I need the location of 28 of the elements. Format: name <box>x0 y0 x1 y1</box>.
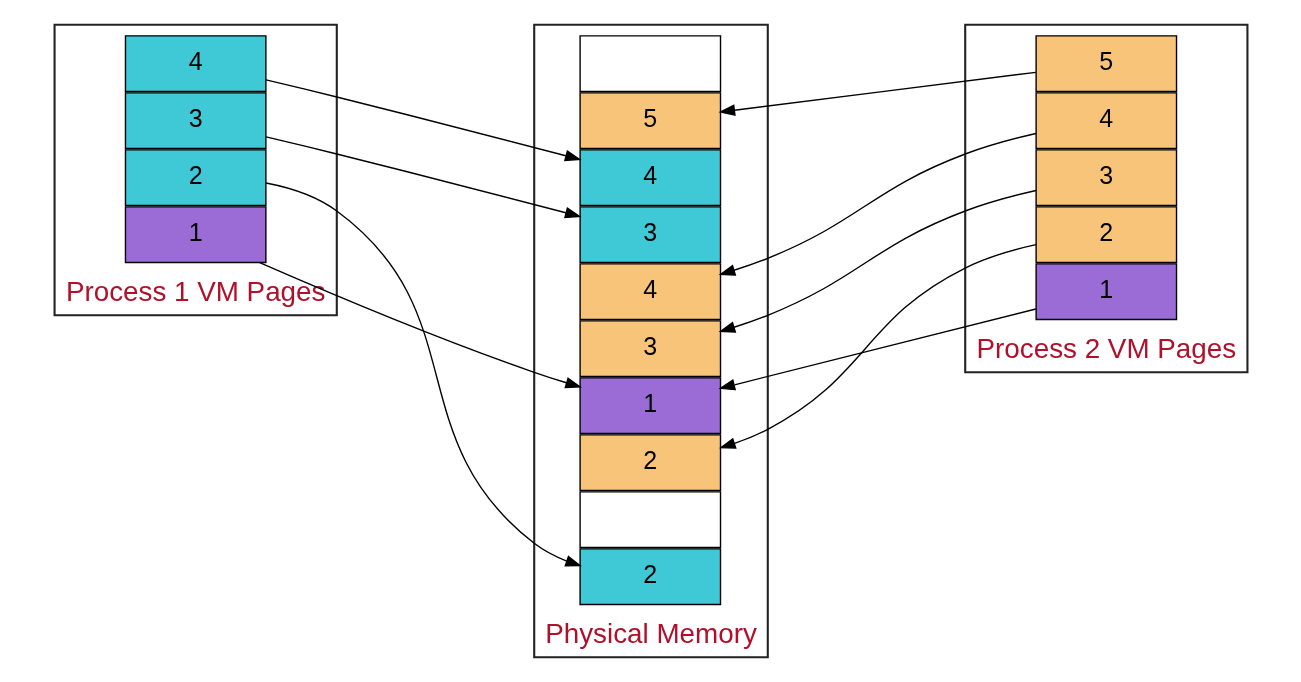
node-box: 3 <box>1034 149 1177 207</box>
node-box: 1 <box>1034 263 1177 321</box>
node-box: 1 <box>578 377 721 435</box>
arrow <box>718 132 1037 276</box>
arrow <box>718 189 1037 333</box>
node-box: 2 <box>1034 206 1177 264</box>
arrow <box>718 244 1037 449</box>
node-box <box>578 491 721 549</box>
node-box: 4 <box>1034 92 1177 150</box>
node-box: 3 <box>578 320 721 378</box>
node-box: 4 <box>578 263 721 321</box>
arrow <box>718 308 1036 391</box>
node-box: 1 <box>124 206 267 264</box>
node-box: 2 <box>124 149 267 207</box>
node-box: 5 <box>578 92 721 150</box>
arrow <box>264 182 582 567</box>
node-box: 3 <box>124 92 267 150</box>
arrow <box>264 79 582 162</box>
arrow <box>264 136 582 219</box>
node-box: 2 <box>578 548 721 606</box>
node-box: 3 <box>578 206 721 264</box>
node-box: 2 <box>578 434 721 492</box>
arrow <box>717 71 1036 116</box>
node-box <box>578 35 721 93</box>
node-box: 4 <box>578 149 721 207</box>
node-box: 5 <box>1034 35 1177 93</box>
node-box: 4 <box>124 35 267 93</box>
arrow <box>258 261 582 389</box>
